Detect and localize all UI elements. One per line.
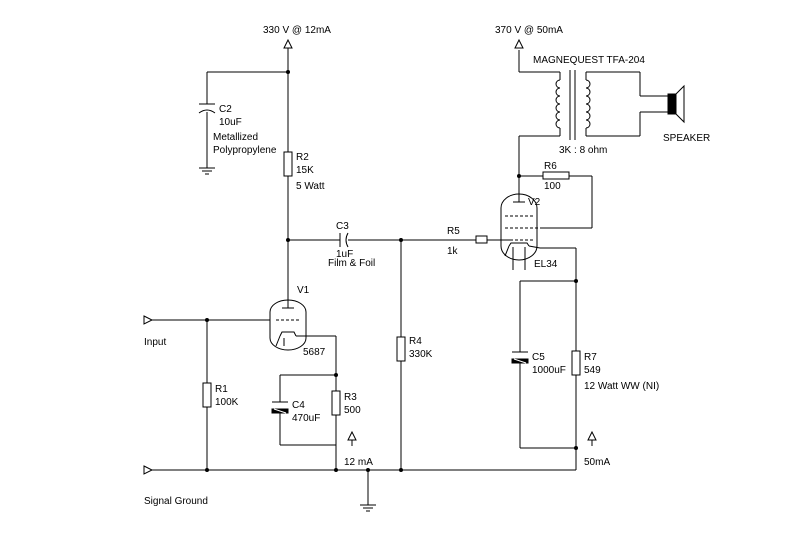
output-transformer [555, 70, 591, 140]
junctions [205, 70, 578, 472]
c4-capacitor [271, 401, 289, 414]
c2-value: 10uF [219, 117, 242, 128]
r5-resistor [475, 235, 488, 244]
r4-value: 330K [409, 349, 433, 360]
c4-ref: C4 [292, 400, 305, 411]
speaker-icon [667, 84, 685, 124]
v2-supply-label: 370 V @ 50mA [495, 25, 563, 36]
r2-note: 5 Watt [296, 181, 325, 192]
v2-ref: V2 [528, 197, 541, 208]
transformer-ratio-label: 3K : 8 ohm [559, 145, 608, 156]
resistors [202, 151, 581, 416]
wires [152, 50, 668, 505]
v1-ref: V1 [297, 285, 310, 296]
speaker-label: SPEAKER [663, 133, 711, 144]
r3-resistor [331, 390, 341, 416]
c2-ref: C2 [219, 104, 232, 115]
r7-note: 12 Watt WW (NI) [584, 381, 660, 392]
c4-value: 470uF [292, 413, 321, 424]
v1-type: 5687 [303, 347, 326, 358]
capacitors [198, 103, 529, 414]
c2-note2: Polypropylene [213, 145, 277, 156]
input-label: Input [144, 337, 167, 348]
v2-tube [500, 193, 541, 270]
r7-value: 549 [584, 365, 601, 376]
signal-ground-label: Signal Ground [144, 496, 208, 507]
r6-value: 100 [544, 181, 561, 192]
ground-symbols [199, 167, 376, 512]
r6-ref: R6 [544, 161, 557, 172]
r2-value: 15K [296, 165, 314, 176]
r4-resistor [396, 336, 406, 362]
v1-tube [269, 299, 307, 351]
r2-resistor [283, 151, 293, 177]
r2-ref: R2 [296, 152, 309, 163]
c3-value: 1uF [336, 249, 354, 260]
r5-ref: R5 [447, 226, 460, 237]
r1-resistor [202, 382, 212, 408]
r6-resistor [542, 171, 570, 180]
r3-ref: R3 [344, 392, 357, 403]
port-arrows [143, 315, 154, 475]
c3-ref: C3 [336, 221, 349, 232]
v1-current-label: 12 mA [344, 457, 373, 468]
c5-ref: C5 [532, 352, 545, 363]
r1-value: 100K [215, 397, 239, 408]
c5-value: 1000uF [532, 365, 566, 376]
c2-capacitor [198, 103, 216, 114]
transformer-model-label: MAGNEQUEST TFA-204 [533, 55, 645, 66]
c3-capacitor [339, 232, 349, 248]
r7-ref: R7 [584, 352, 597, 363]
c2-note1: Metallized [213, 132, 259, 143]
r7-resistor [571, 350, 581, 376]
c5-capacitor [511, 351, 529, 364]
v2-type: EL34 [534, 259, 558, 270]
v2-current-label: 50mA [584, 457, 611, 468]
v1-supply-label: 330 V @ 12mA [263, 25, 331, 36]
r5-value: 1k [447, 246, 458, 257]
r1-ref: R1 [215, 384, 228, 395]
power-arrows [283, 38, 597, 446]
c3-note: Film & Foil [328, 258, 376, 269]
r3-value: 500 [344, 405, 361, 416]
r4-ref: R4 [409, 336, 422, 347]
